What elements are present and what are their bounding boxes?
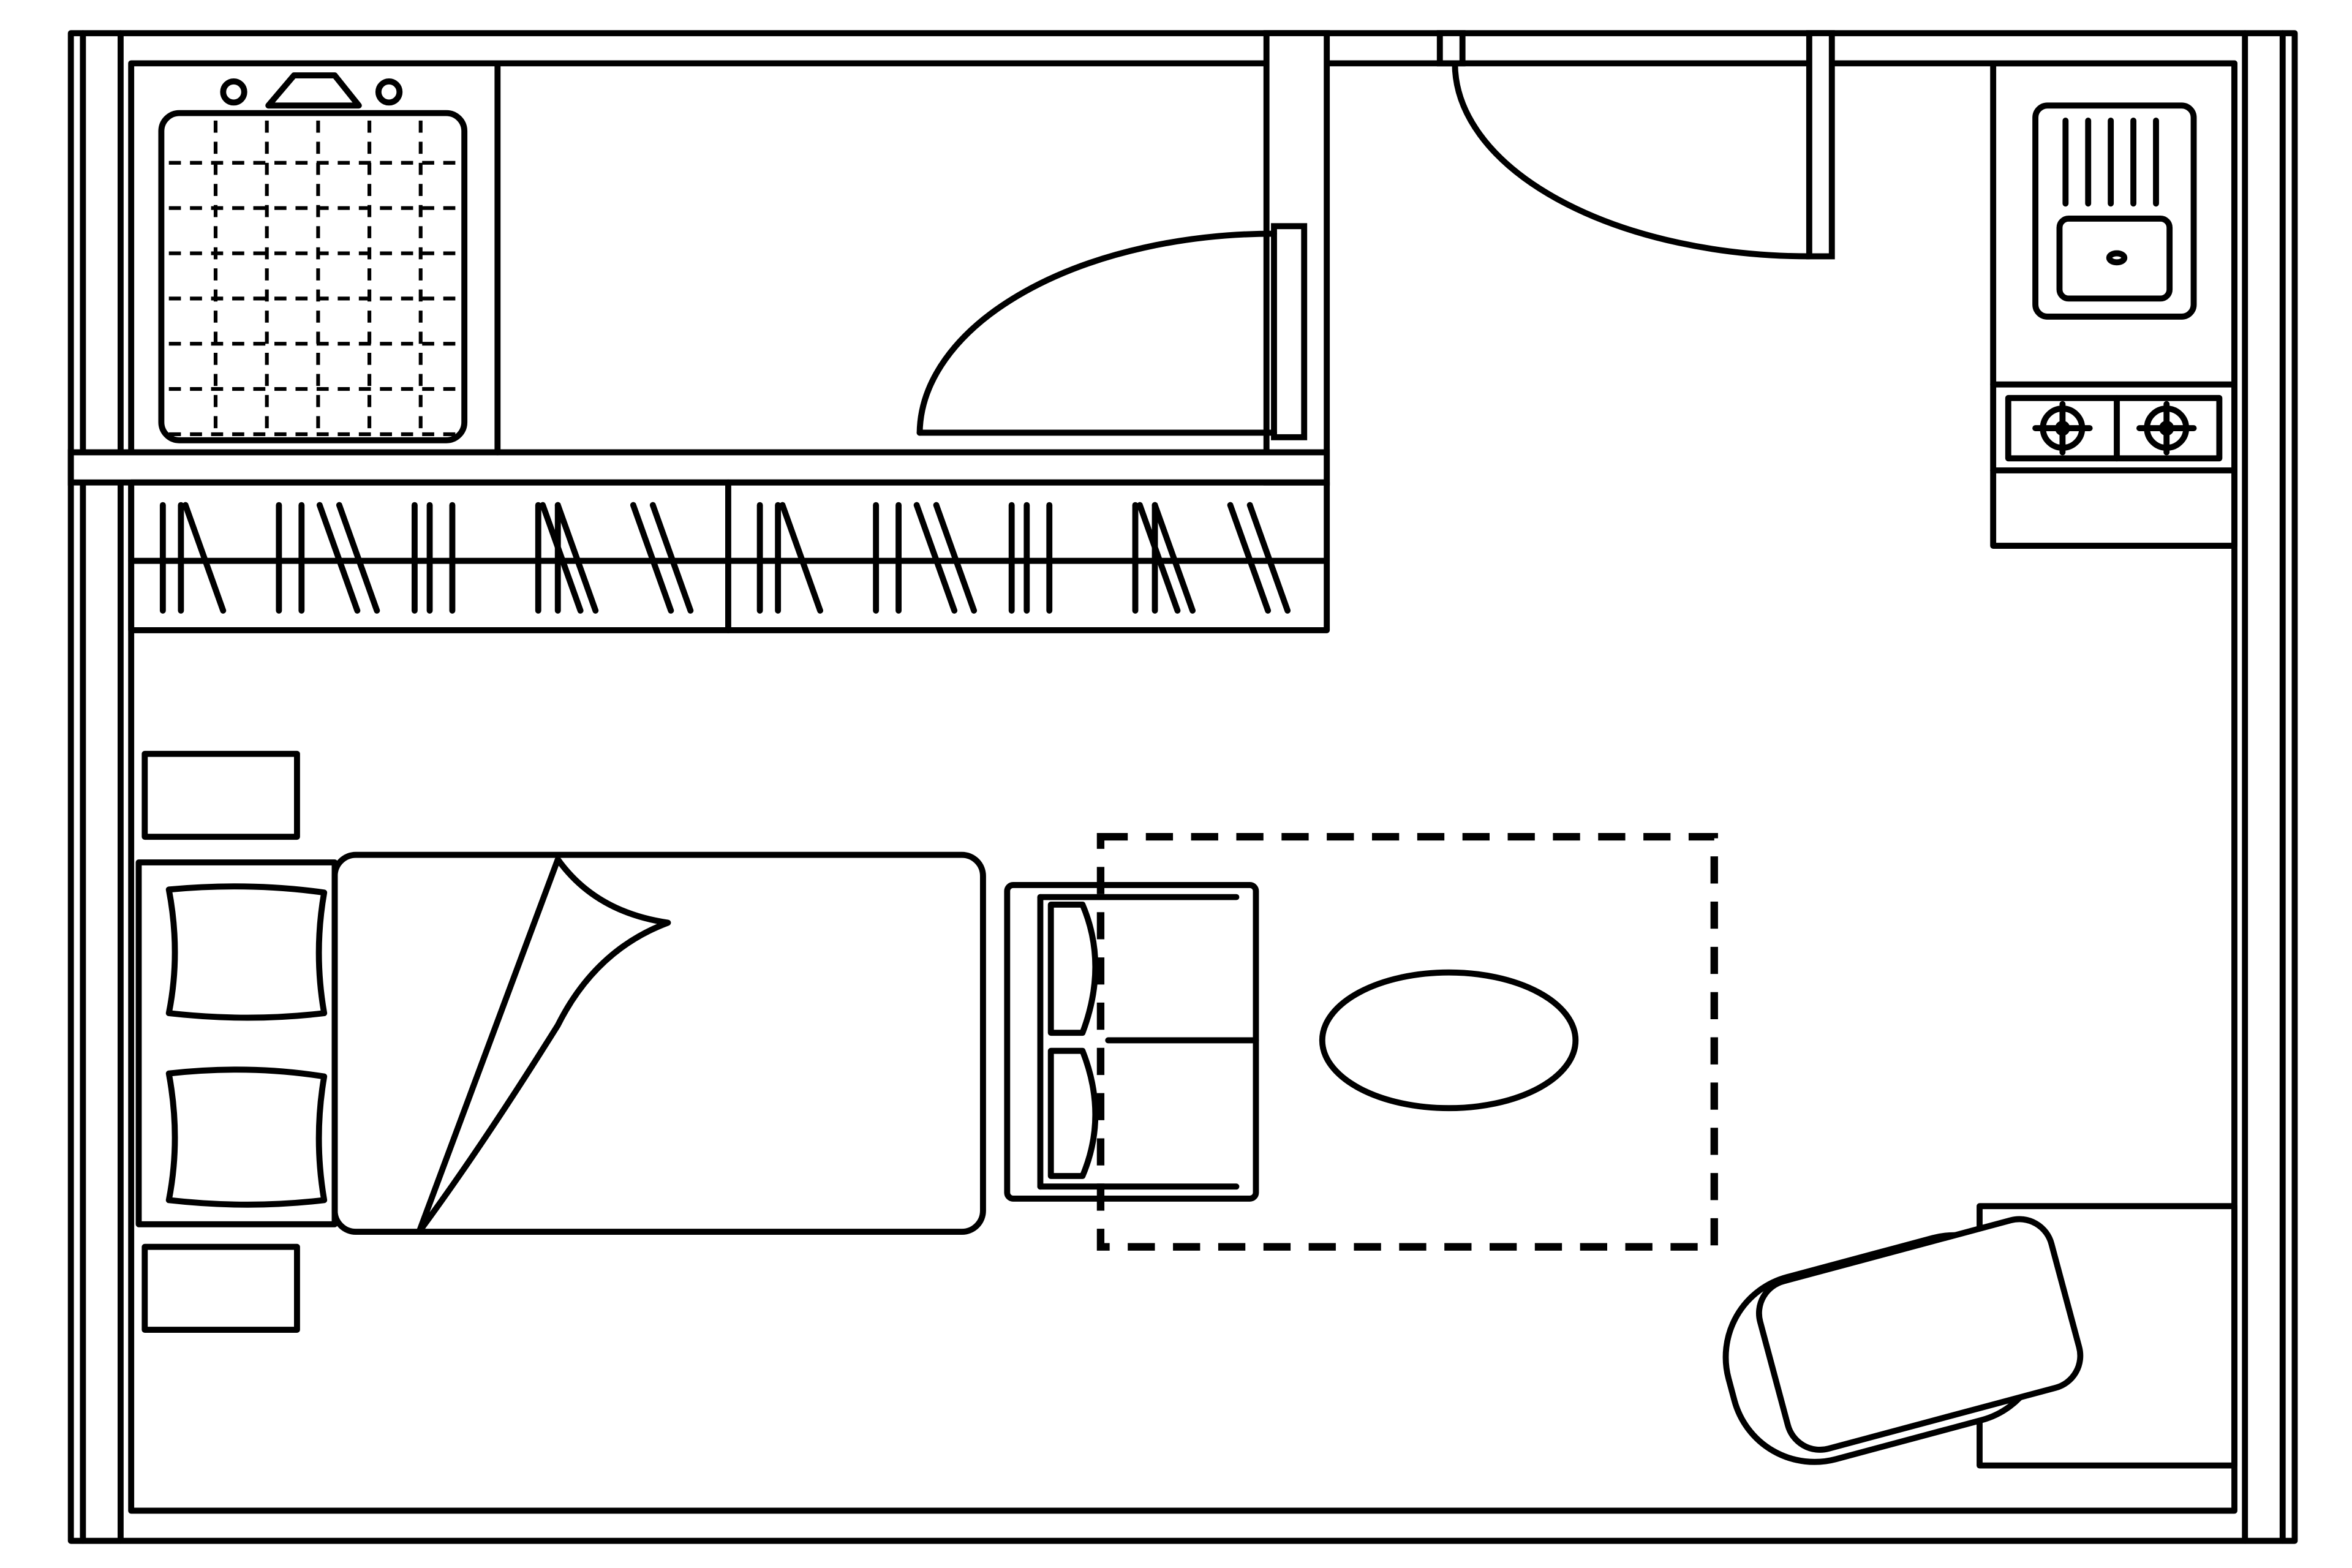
rug <box>1096 833 1718 1251</box>
bathtub <box>158 72 468 443</box>
hanger <box>913 502 958 614</box>
sofa <box>1004 882 1259 1202</box>
desk-chair <box>1722 1216 2084 1465</box>
hanger <box>1137 502 1181 614</box>
hanger <box>630 502 674 614</box>
hanger <box>540 502 584 614</box>
exterior-walls <box>67 30 2298 1544</box>
hanger <box>182 502 227 614</box>
hanger <box>1246 502 1291 614</box>
bed <box>135 851 986 1235</box>
hanger <box>554 502 599 614</box>
hanger <box>649 502 694 614</box>
hanger <box>779 502 823 614</box>
hanger <box>316 502 361 614</box>
nightstands <box>141 750 300 1333</box>
bathroom <box>67 30 1330 486</box>
hanger <box>1227 502 1272 614</box>
kitchen-counter <box>1990 60 2237 549</box>
stove <box>2005 394 2223 462</box>
hanger <box>336 502 380 614</box>
entry-door <box>1436 30 1835 260</box>
coffee-table <box>1319 969 1579 1112</box>
hanger <box>1152 502 1196 614</box>
wardrobe <box>128 479 1330 633</box>
hanger <box>933 502 978 614</box>
bathroom-door <box>916 223 1308 440</box>
